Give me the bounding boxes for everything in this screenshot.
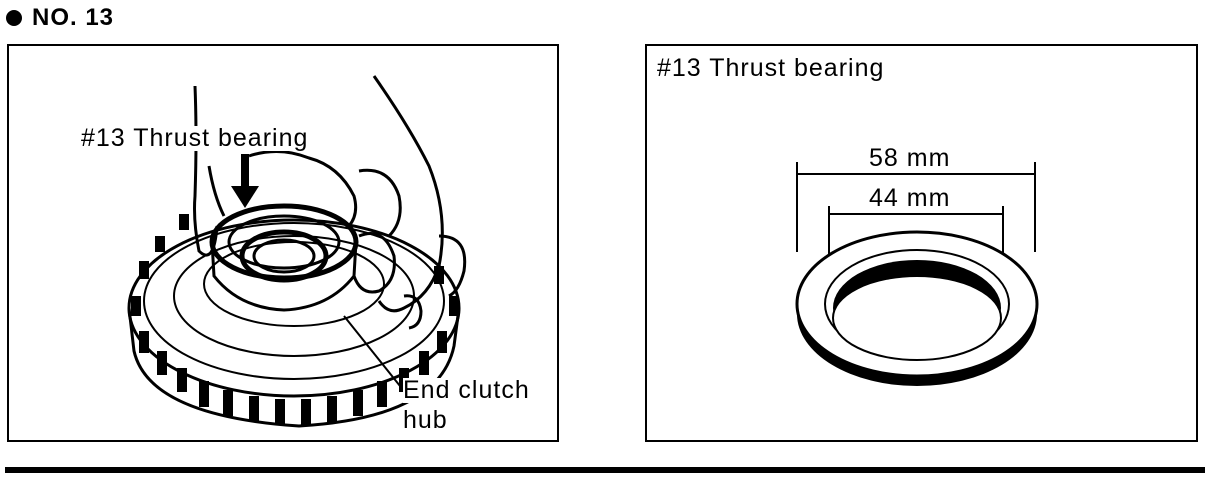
section-heading: NO. 13 — [6, 0, 114, 36]
end-clutch-hub-label-line1: End clutch — [403, 376, 530, 404]
inner-diameter-label: 44 mm — [869, 184, 951, 212]
section-heading-text: NO. 13 — [32, 4, 115, 31]
diagram-title: #13 Thrust bearing — [657, 54, 885, 82]
end-clutch-hub-label-line2: hub — [403, 406, 448, 434]
bottom-divider — [5, 467, 1205, 473]
outer-diameter-label: 58 mm — [869, 144, 951, 172]
illustration-panel-left: #13 Thrust bearing End clutch hub — [7, 44, 559, 442]
thrust-bearing-diagram — [795, 162, 1039, 386]
diagram-panel-right: #13 Thrust bearing 58 mm 44 mm — [645, 44, 1198, 442]
bullet-icon — [6, 10, 22, 26]
thrust-bearing-label: #13 Thrust bearing — [79, 124, 311, 152]
